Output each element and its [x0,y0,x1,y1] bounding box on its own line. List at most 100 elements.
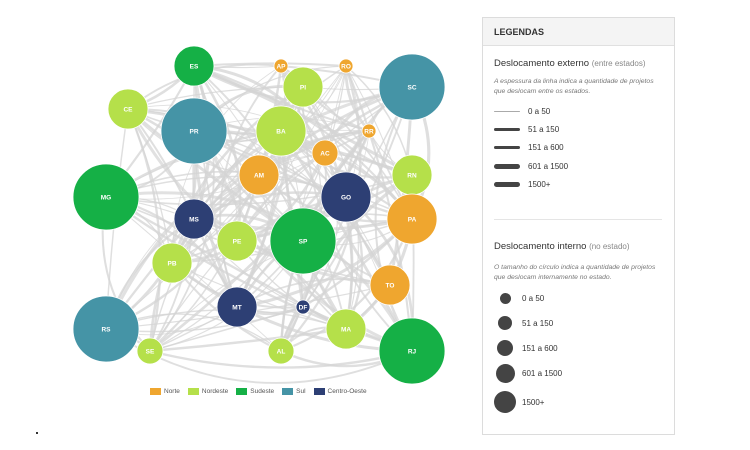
state-node-ms[interactable]: MS [173,198,215,240]
external-subtitle: (entre estados) [591,59,646,68]
state-node-pe[interactable]: PE [216,220,258,262]
state-node-pi[interactable]: PI [282,66,324,108]
state-circle[interactable] [282,66,324,108]
state-label: MG [101,194,111,201]
state-circle[interactable] [238,154,280,196]
state-node-am[interactable]: AM [238,154,280,196]
state-node-to[interactable]: TO [369,264,411,306]
state-node-rj[interactable]: RJ [378,317,446,385]
state-circle[interactable] [72,295,140,363]
region-swatch-centro-oeste [313,388,325,395]
edge-line [193,65,347,330]
state-node-es[interactable]: ES [173,45,215,87]
state-circle[interactable] [255,105,307,157]
region-label-sudeste: Sudeste [250,388,275,395]
external-description: A espessura da linha indica a quantidade… [494,78,654,95]
state-node-sp[interactable]: SP [269,207,337,275]
edge-line [149,218,413,352]
line-sample [494,110,520,113]
circle-legend-item: 151 a 600 [494,340,558,356]
state-node-pr[interactable]: PR [160,97,228,165]
state-circle[interactable] [361,123,377,139]
state-circle[interactable] [311,139,339,167]
state-node-rn[interactable]: RN [391,154,433,196]
region-legend: Norte Nordeste Sudeste Sul Centro-Oeste [150,388,367,395]
region-legend-centro-oeste[interactable]: Centro-Oeste [313,388,367,395]
circle-slot [494,340,516,356]
state-circle[interactable] [151,242,193,284]
state-node-ma[interactable]: MA [325,308,367,350]
edge-line [126,108,162,352]
state-node-ro[interactable]: RO [338,58,354,74]
state-circle[interactable] [107,88,149,130]
line-sample [494,146,520,149]
state-label: PA [408,216,417,223]
state-node-sc[interactable]: SC [378,53,446,121]
state-circle[interactable] [267,337,295,365]
state-circle[interactable] [386,193,438,245]
state-circle[interactable] [173,45,215,87]
state-label: BA [276,128,286,135]
line-legend-item: 1500+ [494,180,550,189]
edge-line [149,306,304,352]
state-circle[interactable] [378,53,446,121]
state-label: ES [190,63,199,70]
network-diagram: ES AP RO SC CE PI PR BA RR AC AM RN MG GO MS PA PE SP PB TO… [72,45,446,385]
state-node-ap[interactable]: AP [273,58,289,74]
state-node-mg[interactable]: MG [72,163,140,231]
node-layer: ES AP RO SC CE PI PR BA RR AC AM RN MG GO MS PA PE SP PB TO… [72,45,446,385]
edge-line [149,349,413,369]
state-node-se[interactable]: SE [136,337,164,365]
circle-legend-item: 601 a 1500 [494,364,562,383]
state-circle[interactable] [320,171,372,223]
state-circle[interactable] [160,97,228,165]
state-circle[interactable] [378,317,446,385]
circle-legend-item: 0 a 50 [494,293,544,304]
state-circle[interactable] [325,308,367,350]
state-node-mt[interactable]: MT [216,286,258,328]
state-node-ce[interactable]: CE [107,88,149,130]
legend-divider [494,219,662,220]
state-label: GO [341,194,351,201]
line-sample [494,164,520,169]
internal-description: O tamanho do círculo indica a quantidade… [494,264,656,281]
state-label: PI [300,84,306,91]
state-label: AC [320,150,330,157]
state-circle[interactable] [295,299,311,315]
state-node-go[interactable]: GO [320,171,372,223]
state-node-ba[interactable]: BA [255,105,307,157]
state-node-rr[interactable]: RR [361,123,377,139]
line-legend-label: 0 a 50 [528,107,551,116]
state-label: RN [407,172,417,179]
state-circle[interactable] [136,337,164,365]
line-legend-item: 151 a 600 [494,143,564,152]
state-circle[interactable] [273,58,289,74]
region-swatch-sul [282,388,294,395]
state-circle[interactable] [216,220,258,262]
region-legend-nordeste[interactable]: Nordeste [187,388,228,395]
state-circle[interactable] [72,163,140,231]
state-node-rs[interactable]: RS [72,295,140,363]
state-node-df[interactable]: DF [295,299,311,315]
state-node-ac[interactable]: AC [311,139,339,167]
line-sample [494,181,520,188]
state-circle[interactable] [369,264,411,306]
internal-subtitle: (no estado) [589,242,630,251]
region-legend-sul[interactable]: Sul [282,388,306,395]
region-legend-norte[interactable]: Norte [150,388,180,395]
region-swatch-norte [150,388,161,395]
edge-line [149,86,413,352]
state-circle[interactable] [216,286,258,328]
line-legend-label: 151 a 600 [528,143,564,152]
region-swatch-sudeste [236,388,248,395]
state-label: RS [101,326,111,333]
state-circle[interactable] [173,198,215,240]
state-circle[interactable] [338,58,354,74]
state-node-pa[interactable]: PA [386,193,438,245]
state-label: PB [167,260,176,267]
state-node-pb[interactable]: PB [151,242,193,284]
region-legend-sudeste[interactable]: Sudeste [236,388,274,395]
circle-legend-label: 51 a 150 [522,318,554,328]
state-circle[interactable] [269,207,337,275]
state-node-al[interactable]: AL [267,337,295,365]
